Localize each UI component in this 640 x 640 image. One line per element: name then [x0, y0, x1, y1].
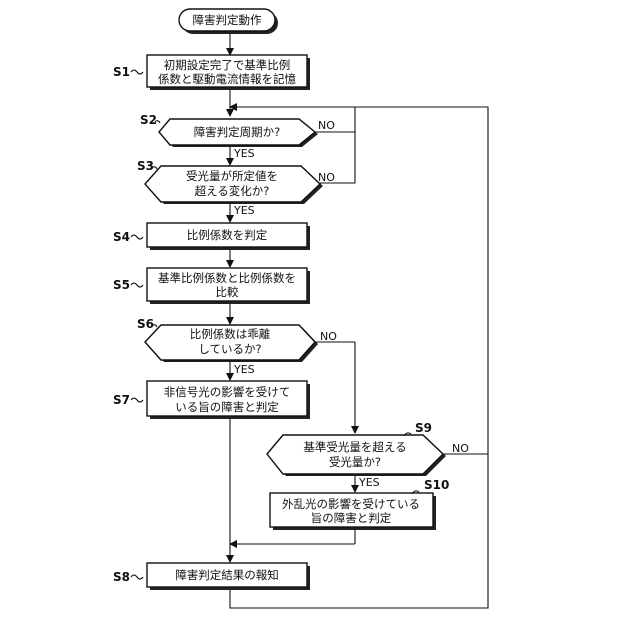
- label-s9-no: NO: [452, 442, 469, 455]
- node-s7: 非信号光の影響を受けて いる旨の障害と判定: [147, 381, 310, 419]
- step-connector-s7: [131, 398, 143, 402]
- step-label-s7: S7: [113, 393, 130, 407]
- node-s5: 基準比例係数と比例係数を 比較: [147, 268, 310, 304]
- node-s1: 初期設定完了で基準比例 係数と駆動電流情報を記憶: [147, 55, 310, 90]
- step-label-s4: S4: [113, 230, 130, 244]
- node-s1-line-1: 初期設定完了で基準比例: [164, 58, 291, 72]
- node-s8-line-1: 障害判定結果の報知: [175, 568, 279, 582]
- step-label-s1: S1: [113, 65, 130, 79]
- step-label-s10: S10: [424, 478, 449, 492]
- label-s3-yes: YES: [233, 204, 255, 217]
- step-label-s9: S9: [415, 421, 432, 435]
- step-connector-s8: [131, 575, 143, 579]
- node-start-text: 障害判定動作: [193, 13, 262, 27]
- label-s3-no: NO: [318, 171, 335, 184]
- node-s9: 基準受光量を超える 受光量か?: [267, 435, 446, 476]
- node-s9-line-2: 受光量か?: [329, 455, 381, 469]
- label-s2-yes: YES: [233, 147, 255, 160]
- node-s7-line-2: いる旨の障害と判定: [175, 400, 279, 414]
- label-s6-yes: YES: [233, 363, 255, 376]
- label-s2-no: NO: [318, 119, 335, 132]
- node-s6: 比例係数は乖離 しているか?: [145, 325, 318, 362]
- step-label-s8: S8: [113, 570, 130, 584]
- node-s10: 外乱光の影響を受けている 旨の障害と判定: [270, 493, 436, 530]
- node-s2-line-1: 障害判定周期か?: [194, 125, 281, 139]
- node-s4: 比例係数を判定: [147, 223, 310, 250]
- node-s1-line-2: 係数と駆動電流情報を記憶: [158, 72, 296, 86]
- node-s7-line-1: 非信号光の影響を受けて: [164, 385, 291, 399]
- node-s5-line-1: 基準比例係数と比例係数を: [158, 271, 296, 285]
- step-label-s5: S5: [113, 278, 130, 292]
- step-connector-s1: [131, 70, 143, 74]
- node-s5-line-2: 比較: [216, 285, 239, 299]
- node-s6-line-2: しているか?: [198, 342, 261, 356]
- node-s6-line-1: 比例係数は乖離: [190, 327, 271, 341]
- node-s3-line-1: 受光量が所定値を: [186, 169, 278, 183]
- step-connector-s5: [131, 283, 143, 287]
- node-s9-line-1: 基準受光量を超える: [303, 440, 406, 454]
- step-connector-s4: [131, 235, 143, 239]
- label-s9-yes: YES: [358, 476, 380, 489]
- node-start: 障害判定動作: [179, 9, 278, 34]
- edge-s9-no: [355, 107, 488, 454]
- node-s4-line-1: 比例係数を判定: [187, 228, 268, 242]
- step-label-s2: S2: [140, 113, 157, 127]
- node-s10-line-1: 外乱光の影響を受けている: [282, 497, 420, 511]
- node-s10-line-2: 旨の障害と判定: [311, 511, 392, 525]
- step-label-s3: S3: [137, 159, 154, 173]
- node-s8: 障害判定結果の報知: [147, 563, 310, 590]
- node-s3: 受光量が所定値を 超える変化か?: [145, 166, 323, 204]
- node-s3-line-2: 超える変化か?: [195, 184, 270, 198]
- node-s2: 障害判定周期か?: [159, 119, 318, 147]
- label-s6-no: NO: [320, 330, 337, 343]
- step-label-s6: S6: [137, 317, 154, 331]
